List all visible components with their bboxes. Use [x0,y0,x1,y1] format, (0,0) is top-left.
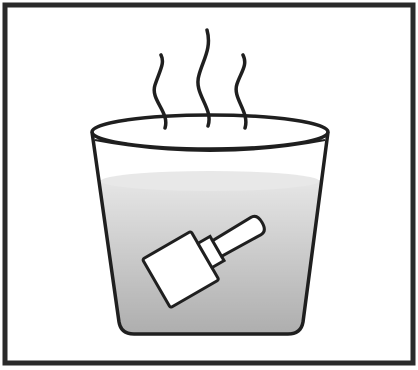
illustration-frame [0,0,418,370]
